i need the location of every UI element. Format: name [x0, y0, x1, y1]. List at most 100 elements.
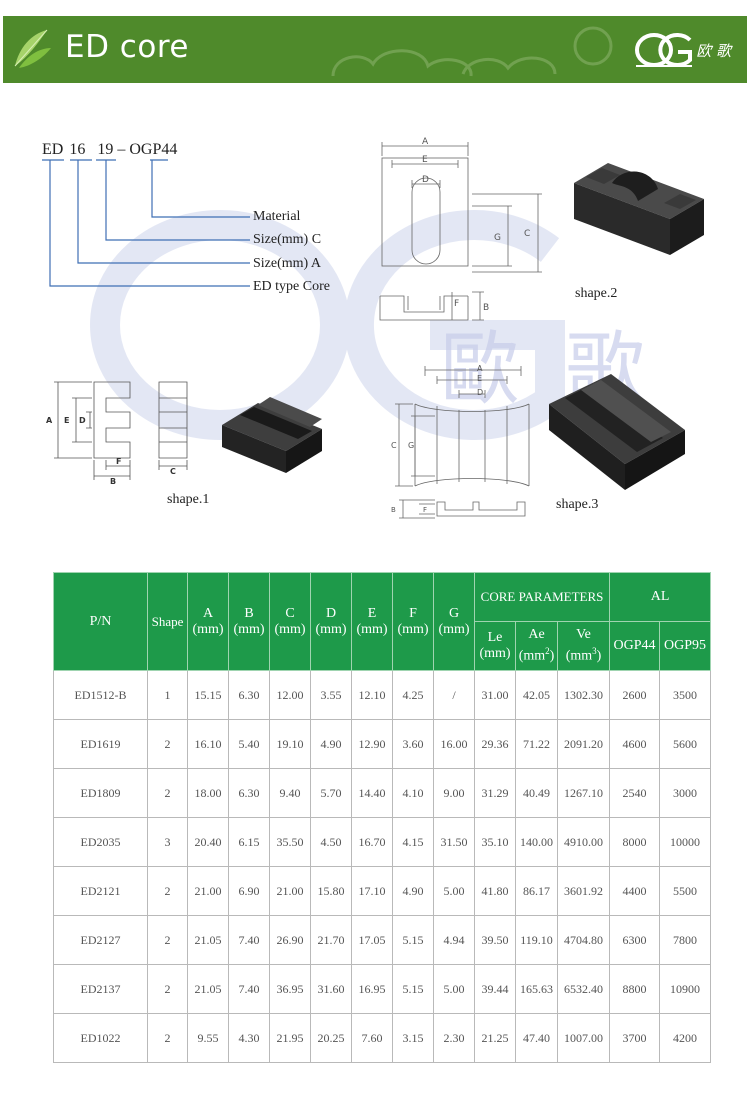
cell-a: 20.40 [187, 817, 229, 867]
cell-c: 35.50 [269, 817, 311, 867]
cell-ogp95: 7800 [659, 915, 712, 965]
cell-le: 21.25 [474, 1013, 516, 1063]
page-title: ED core [65, 29, 189, 65]
cell-ogp44: 3700 [609, 1013, 661, 1063]
shape3-dim-g: G [408, 441, 414, 450]
ve-unit-exp: 3 [592, 646, 597, 657]
cell-ve: 3601.92 [556, 866, 611, 916]
col-header-ogp44: OGP44 [609, 621, 661, 671]
ae-unit-exp: 2 [545, 646, 550, 657]
cell-d: 4.90 [310, 719, 352, 769]
col-header-core-params: CORE PARAMETERS [473, 572, 611, 622]
shape2-label: shape.2 [575, 286, 618, 301]
cell-b: 6.15 [228, 817, 270, 867]
cell-g: 5.00 [433, 964, 475, 1014]
col-header-pn: P/N [53, 572, 148, 671]
cell-a: 18.00 [187, 768, 229, 818]
cell-ogp95: 5600 [659, 719, 712, 769]
cell-f: 4.10 [392, 768, 434, 818]
cell-shape: 2 [147, 719, 188, 769]
cell-shape: 3 [147, 817, 188, 867]
shape1-dim-c: C [170, 467, 176, 476]
col-header-a-label: A [202, 605, 214, 621]
shape1-core-image [222, 397, 322, 473]
cell-b: 6.30 [228, 670, 270, 720]
pn-code-leader-lines [42, 159, 250, 287]
cell-ogp95: 10000 [659, 817, 712, 867]
shape3-core-image [549, 374, 685, 490]
shape2-dim-e: E [422, 155, 428, 165]
col-header-d: D(mm) [310, 572, 352, 671]
col-header-g-unit: (mm) [438, 621, 470, 637]
cell-e: 17.05 [351, 915, 393, 965]
col-header-shape: Shape [147, 572, 188, 671]
shape1-dim-b: B [110, 477, 116, 486]
cell-le: 41.80 [474, 866, 516, 916]
shape1-dim-d: D [79, 416, 86, 425]
cell-d: 31.60 [310, 964, 352, 1014]
pn-code: ED 16 19 – OGP44 [42, 141, 177, 159]
cell-c: 21.95 [269, 1013, 311, 1063]
ae-unit-close: ) [549, 648, 555, 664]
col-header-ae: Ae(mm2) [515, 621, 558, 671]
legend-size-c: Size(mm) C [253, 232, 322, 247]
cell-a: 9.55 [187, 1013, 229, 1063]
col-header-d-unit: (mm) [315, 621, 347, 637]
shape3-dim-b: B [391, 506, 396, 514]
col-header-b-unit: (mm) [233, 621, 265, 637]
cell-g: 4.94 [433, 915, 475, 965]
shape3-dim-f: F [423, 506, 427, 514]
col-header-le: Le(mm) [474, 621, 516, 671]
cell-ogp44: 8000 [609, 817, 661, 867]
pn-code-material: – OGP44 [117, 141, 178, 158]
cell-f: 4.90 [392, 866, 434, 916]
cell-e: 12.90 [351, 719, 393, 769]
cell-a: 21.00 [187, 866, 229, 916]
cell-c: 19.10 [269, 719, 311, 769]
col-header-b-label: B [244, 605, 254, 621]
cell-b: 4.30 [228, 1013, 270, 1063]
col-header-c-unit: (mm) [274, 621, 306, 637]
shape1-dim-a: A [46, 416, 53, 425]
cell-le: 31.00 [474, 670, 516, 720]
cell-b: 6.30 [228, 768, 270, 818]
shape3-dim-a: A [477, 364, 483, 373]
cell-d: 21.70 [310, 915, 352, 965]
cell-g: 2.30 [433, 1013, 475, 1063]
cell-ae: 71.22 [515, 719, 558, 769]
cell-a: 16.10 [187, 719, 229, 769]
legend-material: Material [253, 209, 301, 224]
cell-f: 5.15 [392, 915, 434, 965]
cell-a: 15.15 [187, 670, 229, 720]
col-header-al: AL [609, 572, 712, 622]
cell-ae: 47.40 [515, 1013, 558, 1063]
cell-ve: 6532.40 [556, 964, 611, 1014]
ed-core-spec-table: P/N Shape A(mm) B(mm) C(mm) D(mm) E(mm) … [53, 572, 712, 1063]
shape3-dim-e: E [477, 374, 482, 383]
col-header-ogp95: OGP95 [659, 621, 712, 671]
cell-f: 3.15 [392, 1013, 434, 1063]
cell-le: 31.29 [474, 768, 516, 818]
bamboo-leaf-icon [14, 29, 51, 68]
ve-unit-base: (mm [565, 648, 593, 664]
cell-g: / [433, 670, 475, 720]
cell-pn: ED1512-B [53, 670, 148, 720]
col-header-e-label: E [367, 605, 377, 621]
legend-core-type: ED type Core [253, 279, 330, 294]
col-header-f-unit: (mm) [397, 621, 429, 637]
shape2-dim-b: B [483, 303, 489, 313]
cell-ae: 40.49 [515, 768, 558, 818]
col-header-e-unit: (mm) [356, 621, 388, 637]
cell-ve: 1267.10 [556, 768, 611, 818]
cell-g: 9.00 [433, 768, 475, 818]
ae-unit-base: (mm [518, 648, 546, 664]
col-header-ve-unit: (mm3) [558, 643, 609, 665]
shape2-dim-a: A [422, 137, 429, 147]
cell-e: 17.10 [351, 866, 393, 916]
